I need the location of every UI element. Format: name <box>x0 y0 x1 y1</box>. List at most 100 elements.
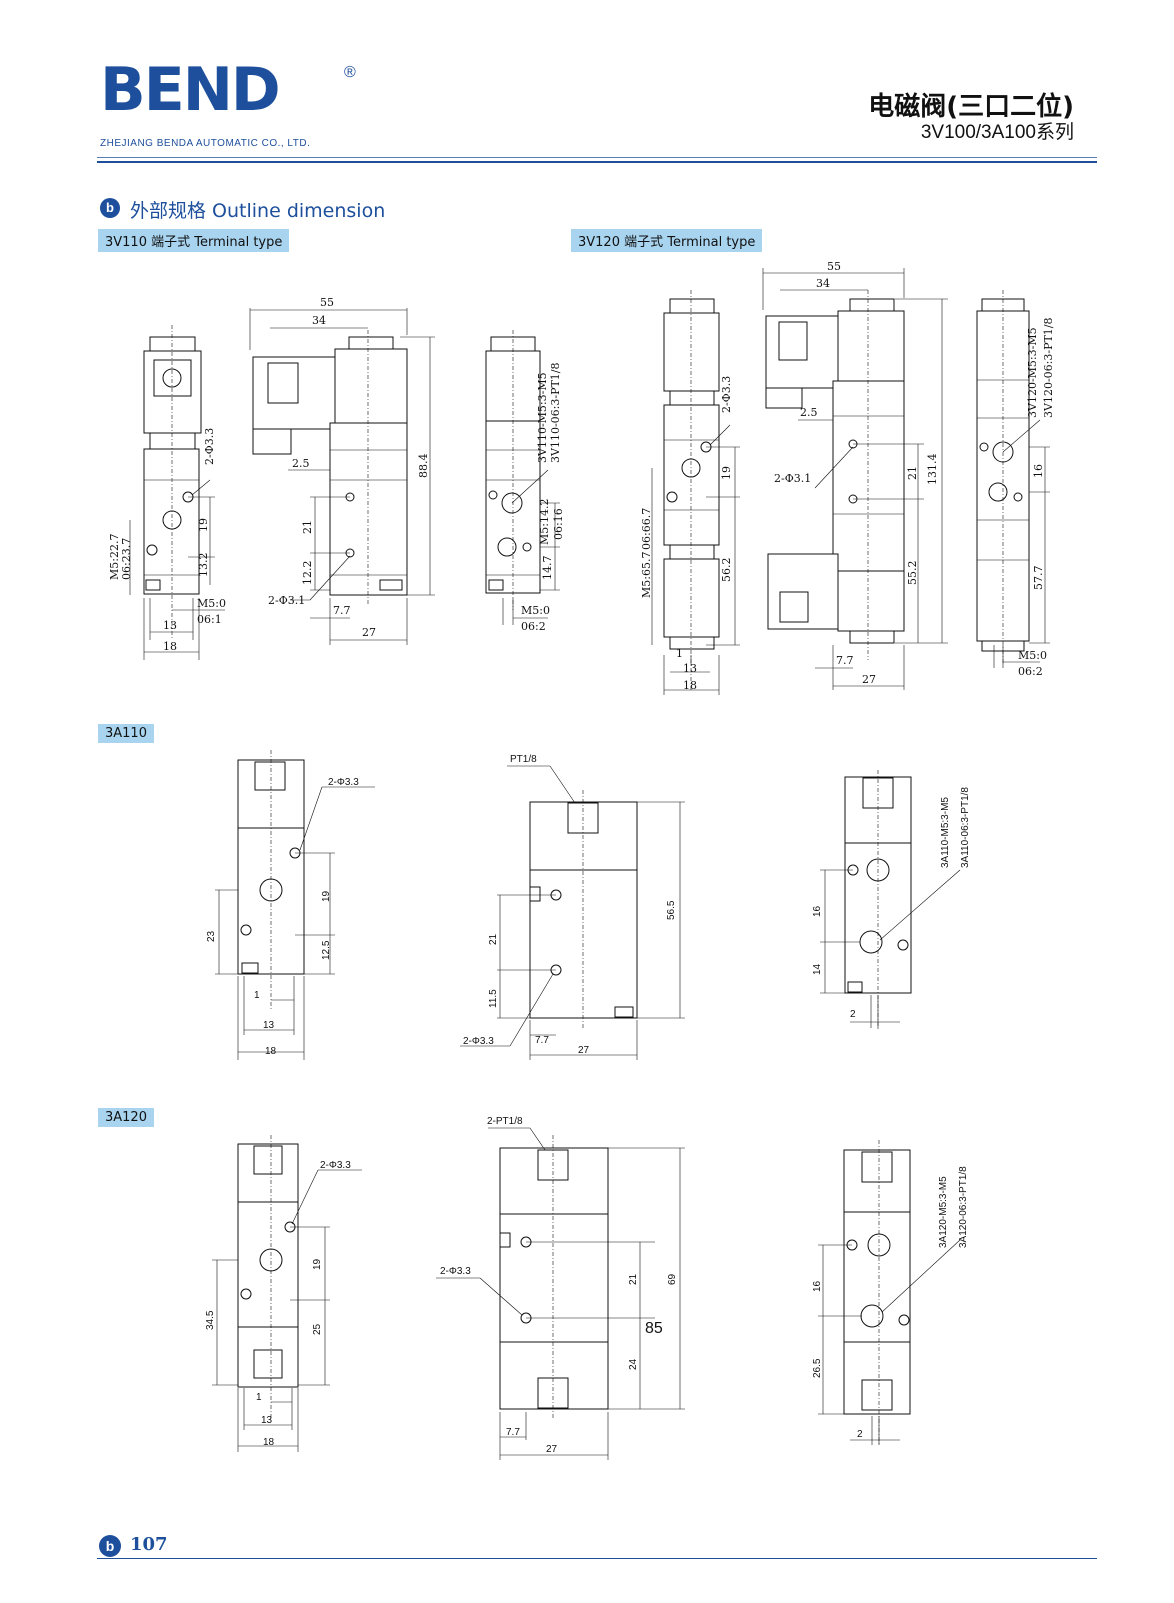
drawing-3a120-front <box>212 1135 362 1452</box>
label-2pt1-8: 2-PT1/8 <box>487 1116 523 1127</box>
dim-06-2-a: 06:2 <box>521 620 546 633</box>
dim-57-7: 57.7 <box>1032 566 1045 591</box>
dim-m5-0-c: M5:0 <box>1018 649 1047 662</box>
dim-13-d: 13 <box>261 1415 273 1426</box>
drawing-3v110-front <box>129 325 225 660</box>
dim-06-66-7: 06:66.7 <box>640 508 653 550</box>
dim-16-b: 16 <box>812 905 823 917</box>
dim-16-c: 16 <box>812 1280 823 1292</box>
dim-13-c: 13 <box>263 1020 275 1031</box>
dim-34-5: 34.5 <box>205 1310 216 1330</box>
company-name: ZHEJIANG BENDA AUTOMATIC CO., LTD. <box>100 138 311 149</box>
dim-85: 85 <box>645 1320 663 1337</box>
dim-23: 23 <box>206 930 217 942</box>
dim-13-b: 13 <box>683 662 697 675</box>
registered-mark: ® <box>344 64 356 81</box>
dim-26-5: 26.5 <box>812 1358 823 1378</box>
dim-13-a: 13 <box>163 619 177 632</box>
dim-21-b: 21 <box>906 466 919 480</box>
drawing-3a120-side <box>436 1127 685 1460</box>
drawing-3v110-rear <box>485 330 560 625</box>
dim-13-2: 13.2 <box>197 553 210 578</box>
dim-7-7-d: 7.7 <box>506 1427 520 1438</box>
dim-2-5-a: 2.5 <box>292 457 310 470</box>
dim-1-b: 1 <box>254 990 260 1001</box>
dim-2-b: 2 <box>857 1429 863 1440</box>
drawing-3a110-front <box>215 750 375 1060</box>
dim-06-23-7: 06:23.7 <box>120 538 133 580</box>
dim-34-b: 34 <box>816 277 830 290</box>
label-pt1-8-a: PT1/8 <box>510 754 537 765</box>
dim-2phi3-3-a: 2-Φ3.3 <box>203 428 216 465</box>
drawing-3a120-rear <box>818 1140 961 1445</box>
dim-27-a: 27 <box>362 626 376 639</box>
section-title: 外部规格 Outline dimension <box>130 200 386 222</box>
dim-2-5-b: 2.5 <box>800 406 818 419</box>
dim-21-d: 21 <box>628 1273 639 1285</box>
dim-25: 25 <box>312 1323 323 1335</box>
dim-56-5: 56.5 <box>666 900 677 920</box>
dim-55-2: 55.2 <box>906 561 919 586</box>
dim-2phi3-1-b: 2-Φ3.1 <box>774 472 811 485</box>
section-bullet-icon: b <box>100 198 120 218</box>
dim-19-c: 19 <box>321 890 332 902</box>
dim-24: 24 <box>628 1358 639 1370</box>
dim-18-c: 18 <box>265 1046 277 1057</box>
drawing-3a110-rear <box>820 770 961 1030</box>
dim-2phi3-3-c: 2-Φ3.3 <box>328 777 359 788</box>
label-3v110-m5: 3V110-M5:3-M5 <box>536 372 549 463</box>
series-title: 3V100/3A100系列 <box>920 122 1074 143</box>
dim-06-1: 06:1 <box>197 613 222 626</box>
dim-131-4: 131.4 <box>926 454 939 486</box>
dim-2phi3-3-b: 2-Φ3.3 <box>720 376 733 413</box>
label-3v110-06: 3V110-06:3-PT1/8 <box>549 362 562 463</box>
brand-logo: BEND <box>100 55 281 125</box>
dim-21-c: 21 <box>488 933 499 945</box>
label-3a120-m5: 3A120-M5:3-M5 <box>938 1176 949 1248</box>
dim-1-a: 1 <box>676 647 683 660</box>
dim-2phi3-3-e: 2-Φ3.3 <box>320 1160 351 1171</box>
drawing-3v110-side <box>249 308 435 645</box>
dim-18-d: 18 <box>263 1437 275 1448</box>
dim-7-7-a: 7.7 <box>333 604 351 617</box>
dim-18-a: 18 <box>163 640 177 653</box>
dim-m5-22-7: M5:22.7 <box>108 534 121 580</box>
drawing-3v120-front <box>651 290 740 695</box>
dim-27-c: 27 <box>578 1045 590 1056</box>
dim-88-4: 88.4 <box>417 454 430 479</box>
tag-3a110: 3A110 <box>98 724 154 743</box>
dim-m5-0-a: M5:0 <box>197 597 226 610</box>
dim-21-a: 21 <box>301 520 314 534</box>
dim-34-a: 34 <box>312 314 326 327</box>
footer-bullet-icon: b <box>99 1535 121 1557</box>
dim-06-2-b: 06:2 <box>1018 665 1043 678</box>
dim-m5-0-b: M5:0 <box>521 604 550 617</box>
dim-12-5: 12.5 <box>321 940 332 960</box>
dim-19-d: 19 <box>312 1258 323 1270</box>
dim-69: 69 <box>667 1273 678 1285</box>
tag-3v120: 3V120 端子式 Terminal type <box>571 229 763 252</box>
footer-rule <box>97 1558 1097 1559</box>
dim-16-a: 16 <box>1032 464 1045 478</box>
dim-14: 14 <box>812 963 823 975</box>
dim-2phi3-1-a: 2-Φ3.1 <box>268 594 305 607</box>
drawing-3v120-side <box>762 268 948 690</box>
dim-18-b: 18 <box>683 679 697 692</box>
page-title: 电磁阀(三口二位) <box>868 92 1074 122</box>
dim-27-b: 27 <box>862 673 876 686</box>
header-rule <box>97 157 1097 158</box>
tag-3a120: 3A120 <box>98 1108 154 1127</box>
dim-19-b: 19 <box>720 466 733 480</box>
dim-1-c: 1 <box>256 1392 262 1403</box>
label-3v120-m5: 3V120-M5:3-M5 <box>1026 327 1039 418</box>
dim-m5-65-7: M5:65.7 <box>640 552 653 598</box>
dim-06-16: 06:16 <box>552 508 565 540</box>
header-rule-thick <box>97 161 1097 163</box>
dim-11-5: 11.5 <box>488 989 499 1008</box>
dim-m5-14-2: M5:14.2 <box>538 499 551 545</box>
label-3a110-06: 3A110-06:3-PT1/8 <box>960 787 971 868</box>
label-3a120-06: 3A120-06:3-PT1/8 <box>958 1166 969 1248</box>
dim-2-a: 2 <box>850 1009 856 1020</box>
dim-56-2: 56.2 <box>720 558 733 583</box>
